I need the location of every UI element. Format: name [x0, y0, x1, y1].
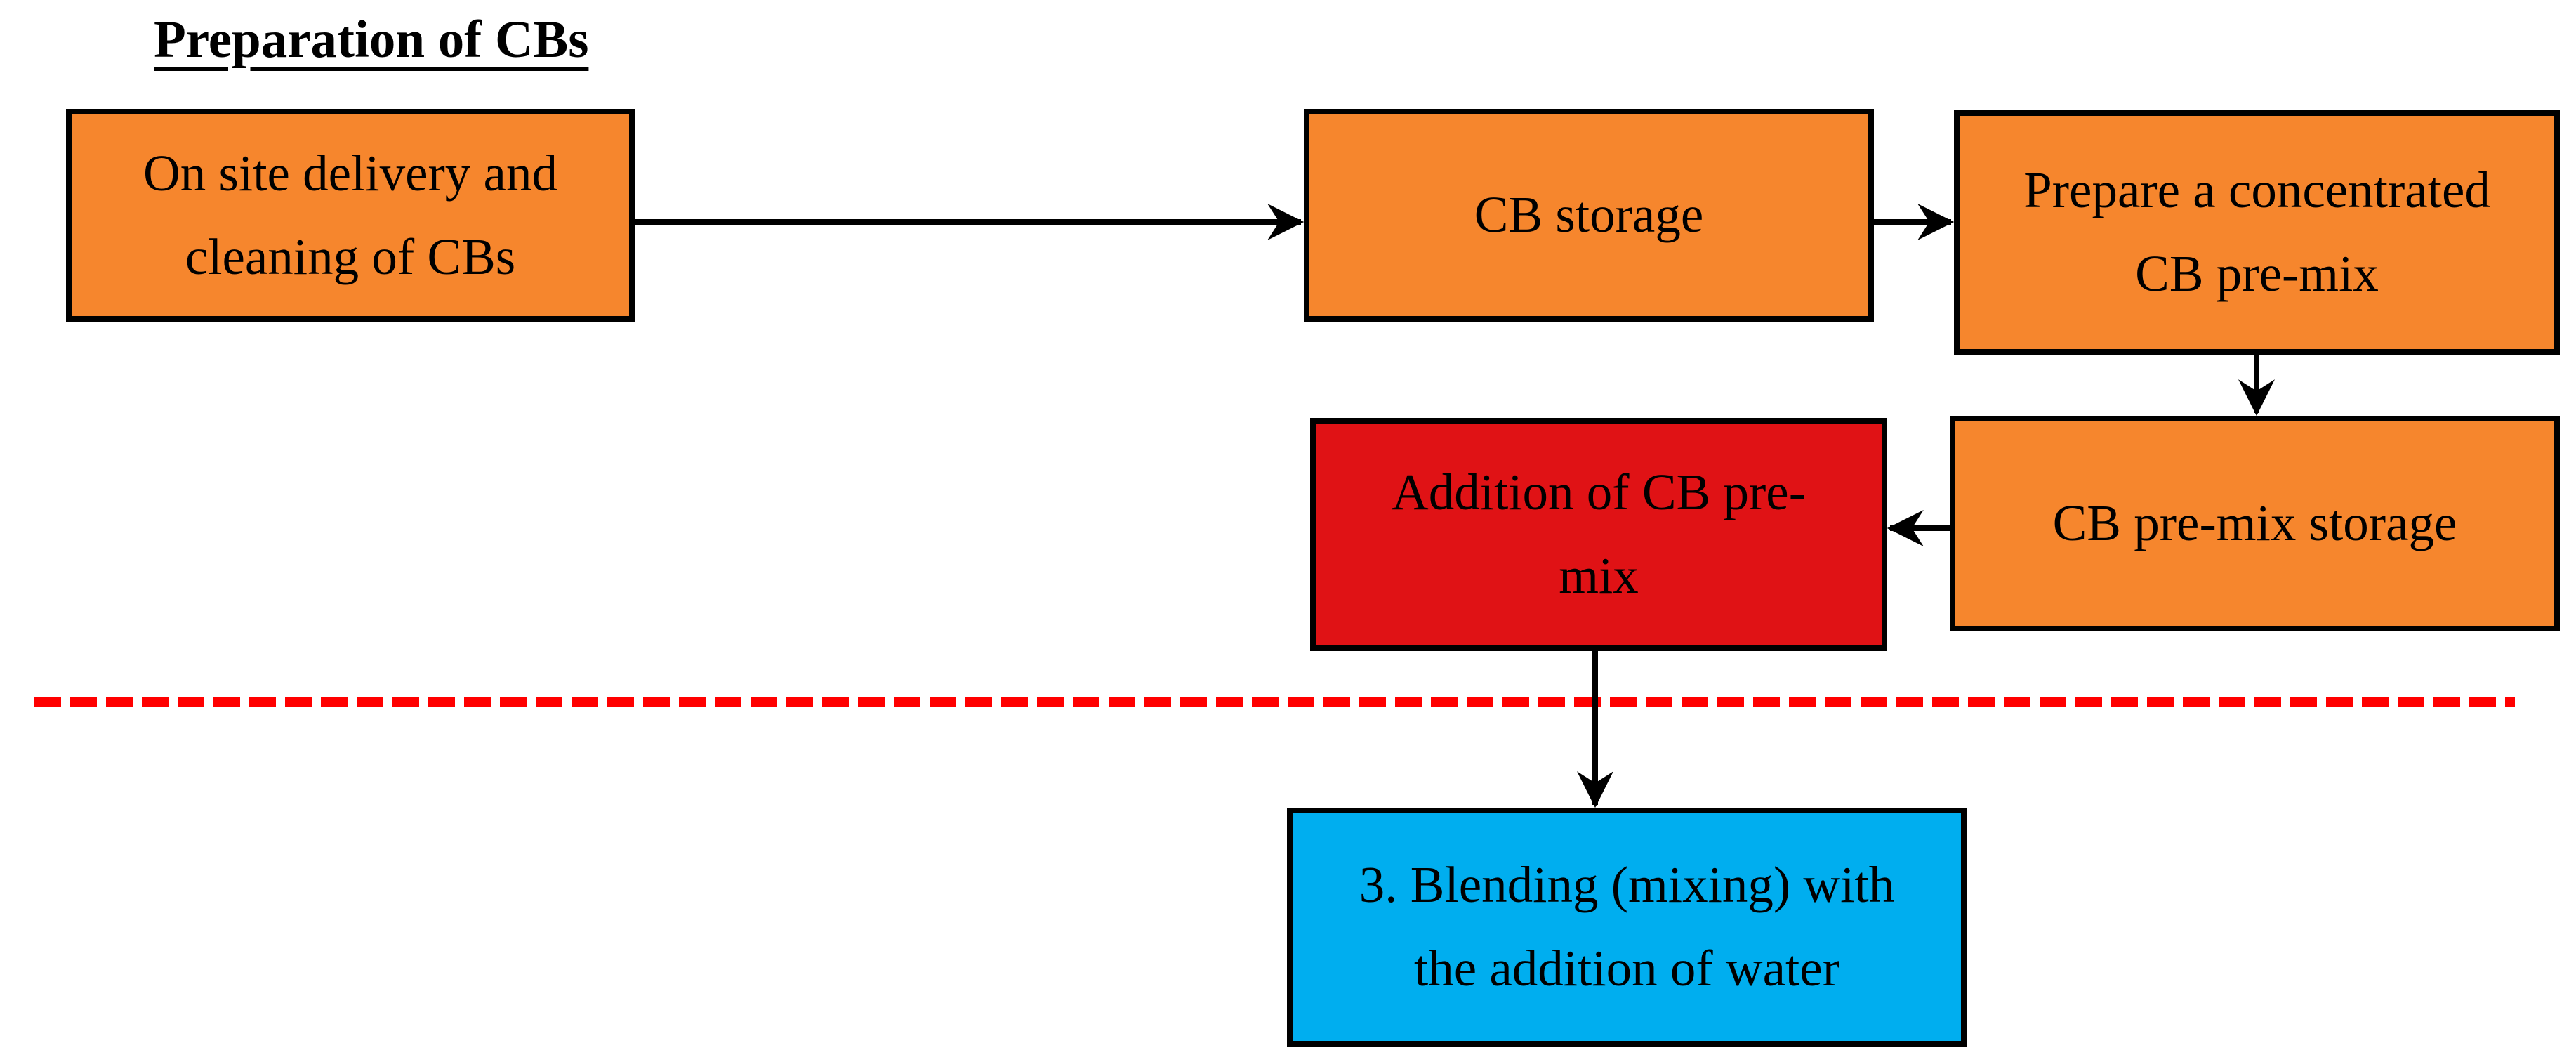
node-addition-of-cb-premix: Addition of CB pre- mix — [1310, 418, 1887, 651]
node-blending-with-water: 3. Blending (mixing) with the addition o… — [1287, 808, 1967, 1047]
process-boundary-dashed-line — [34, 697, 2515, 707]
node-blending-line1: 3. Blending (mixing) with — [1359, 856, 1895, 914]
node-blending-line2: the addition of water — [1413, 940, 1840, 997]
node-addition-line2: mix — [1559, 547, 1639, 604]
node-cb-premix-storage: CB pre-mix storage — [1950, 416, 2560, 631]
node-on-site-delivery-line2: cleaning of CBs — [185, 228, 516, 285]
node-on-site-delivery: On site delivery and cleaning of CBs — [66, 109, 635, 322]
page-title: Preparation of CBs — [154, 11, 589, 69]
node-prepare-line1: Prepare a concentrated — [2023, 162, 2490, 219]
node-prepare-line2: CB pre-mix — [2135, 245, 2379, 302]
node-cb-storage: CB storage — [1304, 109, 1874, 322]
node-premix-storage-line1: CB pre-mix storage — [2052, 494, 2457, 551]
node-prepare-concentrated-premix: Prepare a concentrated CB pre-mix — [1954, 110, 2560, 355]
node-cb-storage-line1: CB storage — [1474, 186, 1704, 243]
node-addition-line1: Addition of CB pre- — [1391, 464, 1806, 521]
node-on-site-delivery-line1: On site delivery and — [143, 144, 557, 202]
